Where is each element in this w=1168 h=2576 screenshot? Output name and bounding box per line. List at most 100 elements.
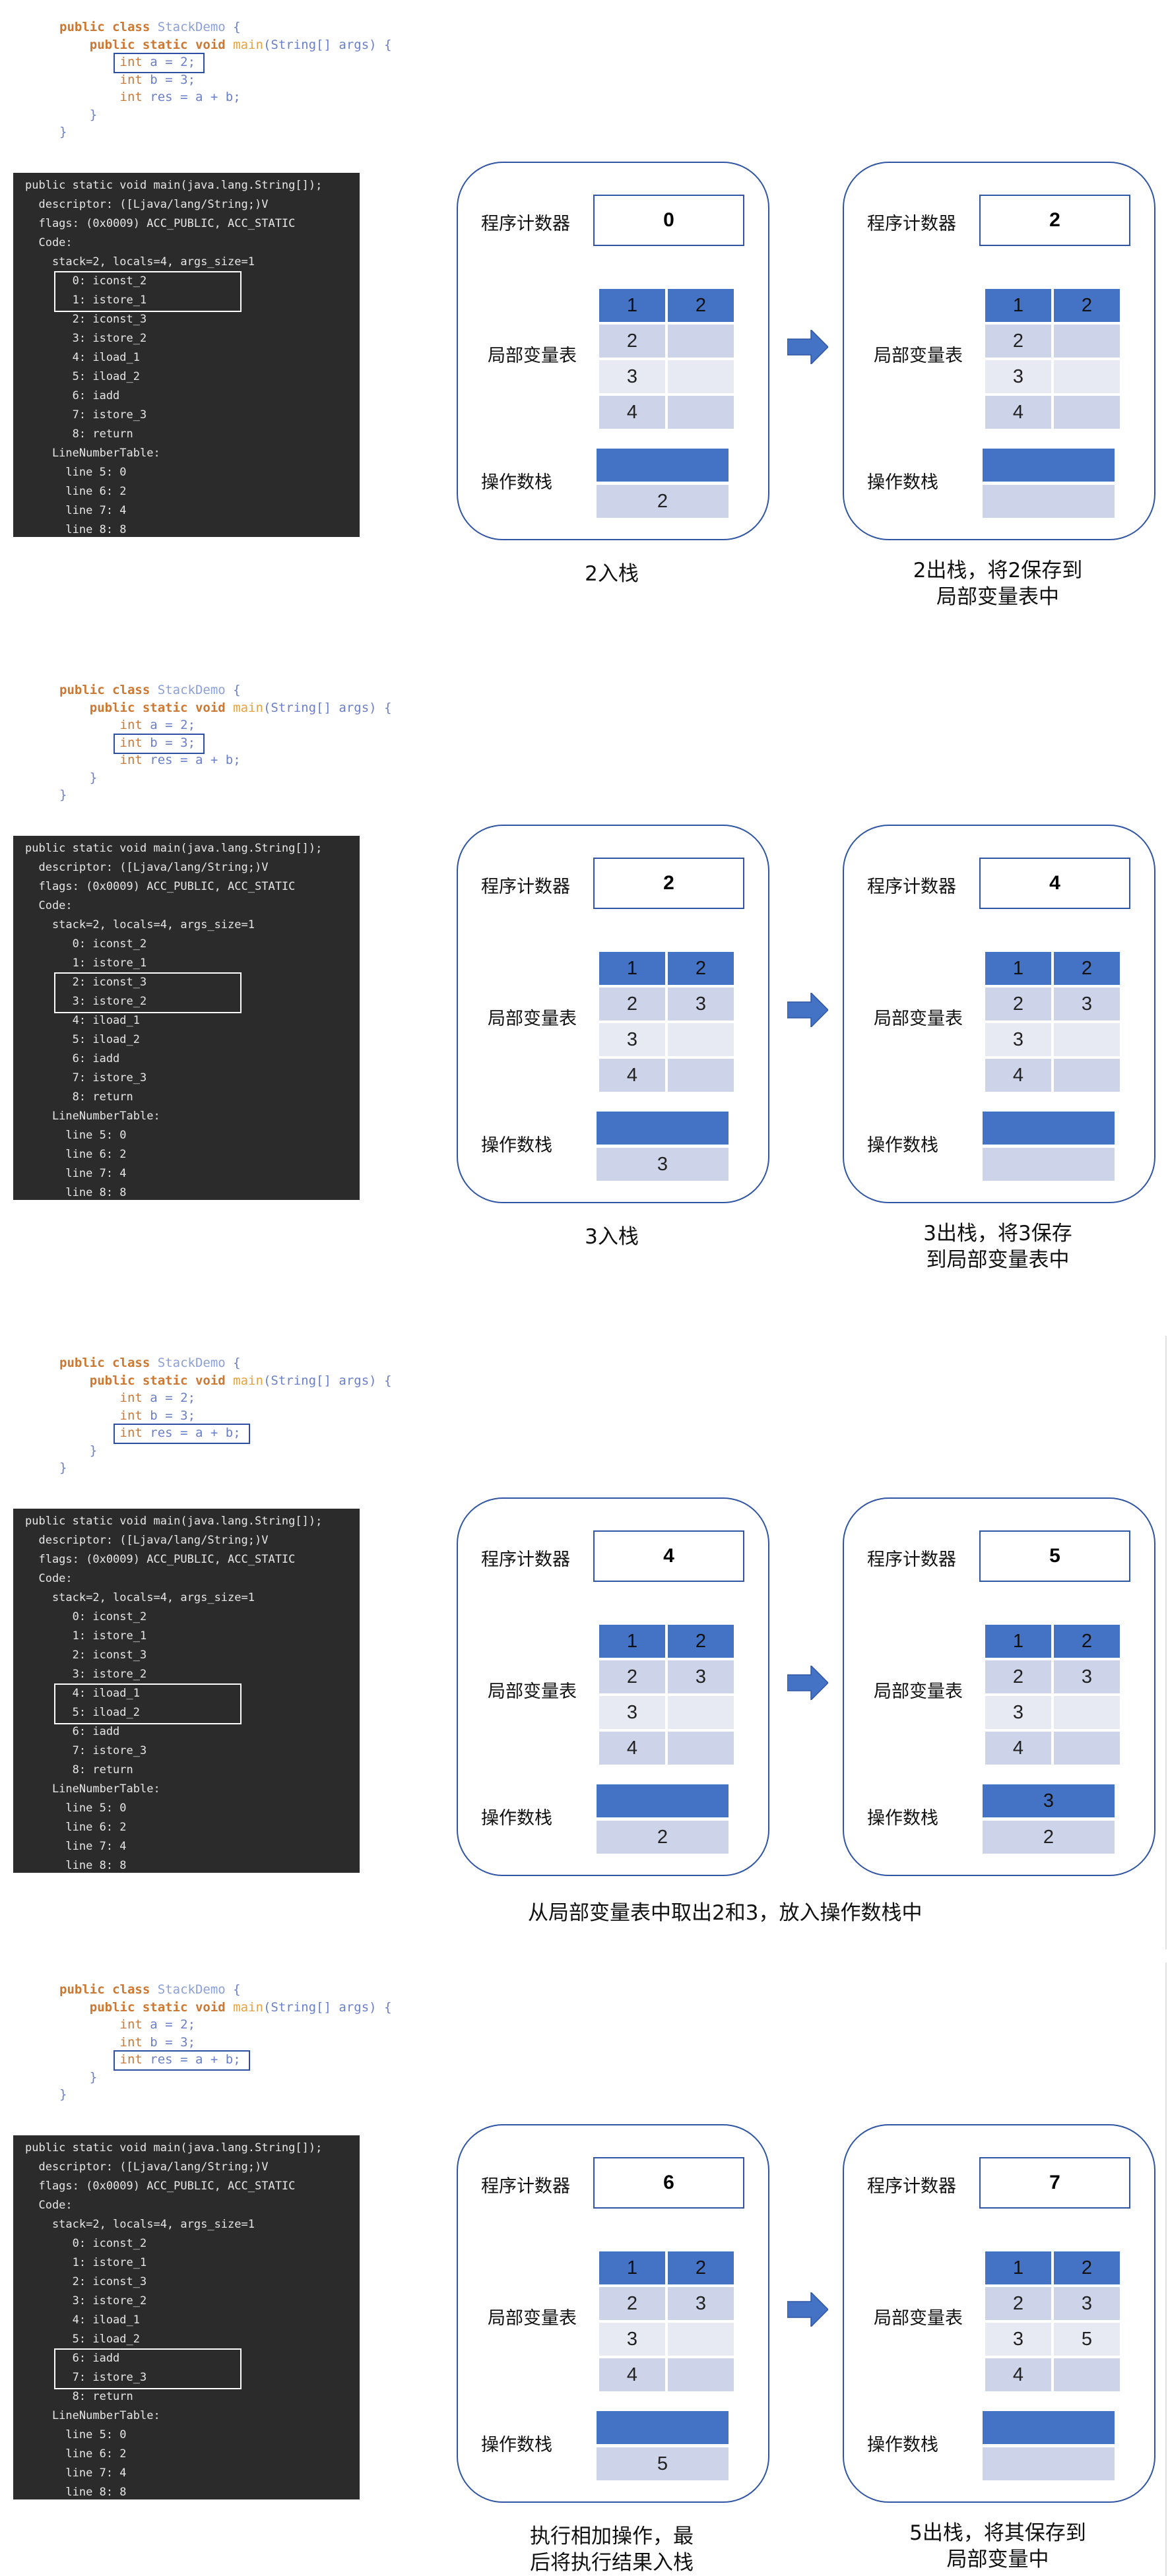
java-source-line: } — [59, 788, 67, 802]
local-variable-cell: 3 — [599, 1696, 665, 1729]
local-variable-row: 2 — [985, 325, 1120, 358]
bytecode-line: line 5: 0 — [25, 2428, 127, 2441]
java-source-line: int res = a + b; — [119, 753, 241, 767]
local-variable-cell: 4 — [599, 1059, 665, 1092]
locals-label: 局部变量表 — [874, 2308, 963, 2329]
caption-line: 2出栈，将2保存到 — [913, 559, 1083, 582]
bytecode-line: descriptor: ([Ljava/lang/String;)V — [25, 1534, 269, 1547]
caption-before: 执行相加操作，最后将执行结果入栈 — [457, 2523, 767, 2576]
right-arrow-icon — [787, 330, 828, 364]
pc-label: 程序计数器 — [867, 877, 956, 897]
bytecode-line: line 7: 4 — [25, 1167, 127, 1180]
local-variable-cell: 2 — [1054, 289, 1120, 322]
bytecode-line: 7: istore_3 — [25, 1071, 147, 1084]
bytecode-line: LineNumberTable: — [25, 1110, 160, 1123]
bytecode-line: 3: istore_2 — [25, 1668, 147, 1681]
bytecode-line: 5: iload_2 — [25, 1033, 140, 1046]
operand-stack-top — [597, 1784, 729, 1817]
bytecode-line: descriptor: ([Ljava/lang/String;)V — [25, 861, 269, 874]
bytecode-line: Code: — [25, 2199, 73, 2212]
bytecode-panel: public static void main(java.lang.String… — [13, 1509, 360, 1873]
java-source-line: } — [89, 770, 98, 785]
stack-label: 操作数栈 — [481, 1808, 552, 1829]
local-variable-cell: 3 — [985, 360, 1051, 393]
bytecode-line: 1: istore_1 — [25, 957, 147, 970]
caption-after: 2出栈，将2保存到局部变量表中 — [843, 557, 1153, 610]
bytecode-line: line 6: 2 — [25, 1821, 127, 1834]
java-source-line: } — [59, 1461, 67, 1475]
stack-label: 操作数栈 — [481, 1135, 552, 1156]
bytecode-line: 7: istore_3 — [25, 2371, 147, 2384]
locals-label: 局部变量表 — [874, 1681, 963, 1702]
bytecode-line: 3: istore_2 — [25, 995, 147, 1008]
caption-line: 到局部变量表中 — [926, 1248, 1070, 1272]
pc-value: 2 — [979, 195, 1130, 246]
local-variable-cell — [1054, 1059, 1120, 1092]
operand-stack-bottom: 2 — [597, 1821, 729, 1854]
pc-label: 程序计数器 — [481, 877, 570, 897]
operand-stack-top — [597, 449, 729, 482]
local-variable-row: 2 — [599, 325, 734, 358]
local-variable-cell: 2 — [668, 2251, 734, 2284]
right-arrow-icon — [787, 993, 828, 1027]
local-variable-row: 3 — [985, 1696, 1120, 1729]
bytecode-line: line 6: 2 — [25, 1148, 127, 1161]
bytecode-line: 0: iconst_2 — [25, 274, 147, 288]
pc-value: 7 — [979, 2157, 1130, 2209]
local-variable-cell: 4 — [599, 1732, 665, 1765]
bytecode-line: 2: iconst_3 — [25, 2275, 147, 2288]
local-variable-cell — [668, 2323, 734, 2356]
local-variable-cell: 3 — [668, 2287, 734, 2320]
locals-label: 局部变量表 — [488, 1009, 577, 1029]
bytecode-line: 4: iload_1 — [25, 2313, 140, 2327]
caption-line: 后将执行结果入栈 — [530, 2551, 694, 2575]
stack-label: 操作数栈 — [867, 1135, 938, 1156]
bytecode-line: LineNumberTable: — [25, 1782, 160, 1796]
right-arrow-icon — [787, 2292, 828, 2327]
bytecode-line: 4: iload_1 — [25, 1014, 140, 1027]
bytecode-highlight — [54, 1683, 242, 1724]
bytecode-line: 3: istore_2 — [25, 332, 147, 345]
bytecode-line: flags: (0x0009) ACC_PUBLIC, ACC_STATIC — [25, 2180, 296, 2193]
bytecode-line: Code: — [25, 236, 73, 249]
java-source-line: int res = a + b; — [119, 90, 241, 104]
bytecode-line: 0: iconst_2 — [25, 2237, 147, 2250]
local-variable-row: 4 — [985, 396, 1120, 429]
local-variable-row: 3 — [599, 1023, 734, 1056]
bytecode-line: line 5: 0 — [25, 466, 127, 479]
caption-center: 从局部变量表中取出2和3，放入操作数栈中 — [528, 1901, 923, 1925]
java-source-line: } — [59, 2087, 67, 2102]
local-variable-cell: 2 — [1054, 1625, 1120, 1658]
bytecode-line: 6: iadd — [25, 1725, 120, 1738]
java-source: public class StackDemo { public static v… — [59, 1354, 392, 1477]
pc-label: 程序计数器 — [867, 1550, 956, 1570]
local-variable-row: 4 — [985, 1732, 1120, 1765]
pc-label: 程序计数器 — [481, 1550, 570, 1570]
local-variable-cell: 2 — [668, 289, 734, 322]
local-variable-cell — [1054, 2358, 1120, 2391]
bytecode-line: public static void main(java.lang.String… — [25, 1515, 323, 1528]
java-source-line: int b = 3; — [119, 1408, 196, 1423]
local-variable-cell: 2 — [985, 325, 1051, 358]
bytecode-line: public static void main(java.lang.String… — [25, 2141, 323, 2154]
local-variable-cell — [668, 1732, 734, 1765]
local-variable-cell: 1 — [985, 289, 1051, 322]
local-variable-cell — [1054, 325, 1120, 358]
java-source-line: public static void main(String[] args) { — [89, 37, 392, 52]
bytecode-line: 0: iconst_2 — [25, 1610, 147, 1623]
pc-value: 4 — [979, 858, 1130, 909]
local-variable-cell: 3 — [985, 1696, 1051, 1729]
local-variable-cell: 3 — [1054, 1660, 1120, 1693]
